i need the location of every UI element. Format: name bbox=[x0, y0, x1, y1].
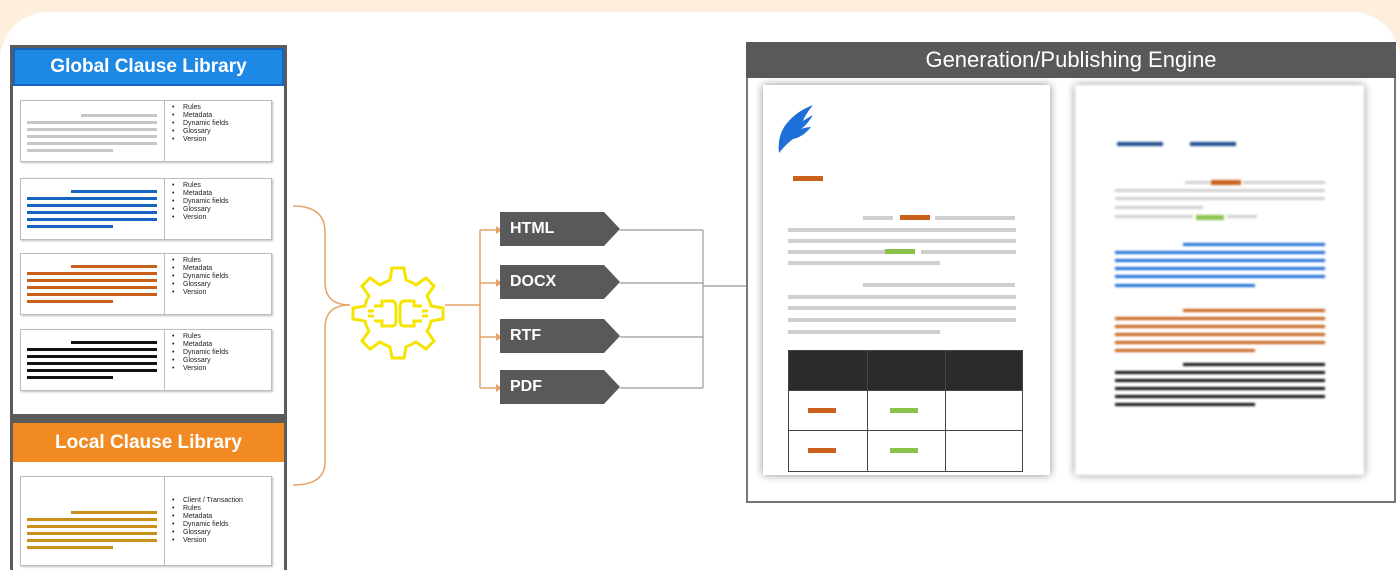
clause-text-lines bbox=[21, 254, 165, 314]
clause-attribute: Version bbox=[171, 289, 229, 297]
clause-attribute: Metadata bbox=[171, 265, 229, 273]
format-label: HTML bbox=[510, 220, 555, 237]
clause-attribute: Client / Transaction bbox=[171, 497, 243, 505]
clause-attribute-list: Rules Metadata Dynamic fields Glossary V… bbox=[171, 257, 229, 297]
format-rtf-arrow: RTF bbox=[500, 319, 620, 353]
clause-attribute: Glossary bbox=[171, 281, 229, 289]
clause-card: Client / Transaction Rules Metadata Dyna… bbox=[20, 476, 272, 566]
clause-attribute: Dynamic fields bbox=[171, 273, 229, 281]
diagram-canvas: Global Clause Library Local Clause Libra… bbox=[0, 12, 1400, 570]
global-clause-library-title: Global Clause Library bbox=[13, 48, 284, 86]
clause-attribute: Metadata bbox=[171, 190, 229, 198]
wing-logo-icon bbox=[778, 105, 813, 153]
clause-attribute: Version bbox=[171, 365, 229, 373]
format-label: DOCX bbox=[510, 273, 557, 290]
clause-text-lines bbox=[21, 330, 165, 390]
clause-attribute: Rules bbox=[171, 333, 229, 341]
local-clause-library-title: Local Clause Library bbox=[13, 423, 284, 462]
clause-attribute: Dynamic fields bbox=[171, 521, 243, 529]
format-label: RTF bbox=[510, 327, 542, 344]
clause-attribute-list: Client / Transaction Rules Metadata Dyna… bbox=[171, 497, 243, 545]
clause-card: Rules Metadata Dynamic fields Glossary V… bbox=[20, 100, 272, 162]
clause-attribute: Dynamic fields bbox=[171, 349, 229, 357]
clause-attribute: Metadata bbox=[171, 341, 229, 349]
clause-attribute: Glossary bbox=[171, 357, 229, 365]
clause-attribute: Rules bbox=[171, 104, 229, 112]
engine-title: Generation/Publishing Engine bbox=[746, 42, 1396, 78]
clause-attribute-list: Rules Metadata Dynamic fields Glossary V… bbox=[171, 182, 229, 222]
clause-attribute: Rules bbox=[171, 182, 229, 190]
format-label: PDF bbox=[510, 378, 542, 395]
clause-attribute: Dynamic fields bbox=[171, 120, 229, 128]
clause-text-lines bbox=[21, 477, 165, 565]
clause-attribute: Glossary bbox=[171, 206, 229, 214]
clause-attribute: Dynamic fields bbox=[171, 198, 229, 206]
clause-attribute: Version bbox=[171, 136, 229, 144]
clause-attribute: Glossary bbox=[171, 529, 243, 537]
clause-card: Rules Metadata Dynamic fields Glossary V… bbox=[20, 253, 272, 315]
clause-card: Rules Metadata Dynamic fields Glossary V… bbox=[20, 178, 272, 240]
generated-document-preview bbox=[763, 85, 1050, 475]
brace-connector bbox=[292, 205, 351, 486]
format-html-arrow: HTML bbox=[500, 212, 620, 246]
format-pdf-arrow: PDF bbox=[500, 370, 620, 404]
clause-attribute: Rules bbox=[171, 505, 243, 513]
clause-attribute: Metadata bbox=[171, 513, 243, 521]
clause-attribute: Rules bbox=[171, 257, 229, 265]
generated-document-preview bbox=[1075, 85, 1364, 475]
clause-text-lines bbox=[21, 179, 165, 239]
format-docx-arrow: DOCX bbox=[500, 265, 620, 299]
clause-attribute-list: Rules Metadata Dynamic fields Glossary V… bbox=[171, 104, 229, 144]
connector-lines bbox=[292, 205, 748, 486]
clause-attribute: Version bbox=[171, 537, 243, 545]
clause-attribute: Metadata bbox=[171, 112, 229, 120]
clause-attribute: Glossary bbox=[171, 128, 229, 136]
clause-card: Rules Metadata Dynamic fields Glossary V… bbox=[20, 329, 272, 391]
clause-text-lines bbox=[21, 101, 165, 161]
clause-attribute: Version bbox=[171, 214, 229, 222]
clause-attribute-list: Rules Metadata Dynamic fields Glossary V… bbox=[171, 333, 229, 373]
plug-gear-icon bbox=[351, 266, 445, 360]
